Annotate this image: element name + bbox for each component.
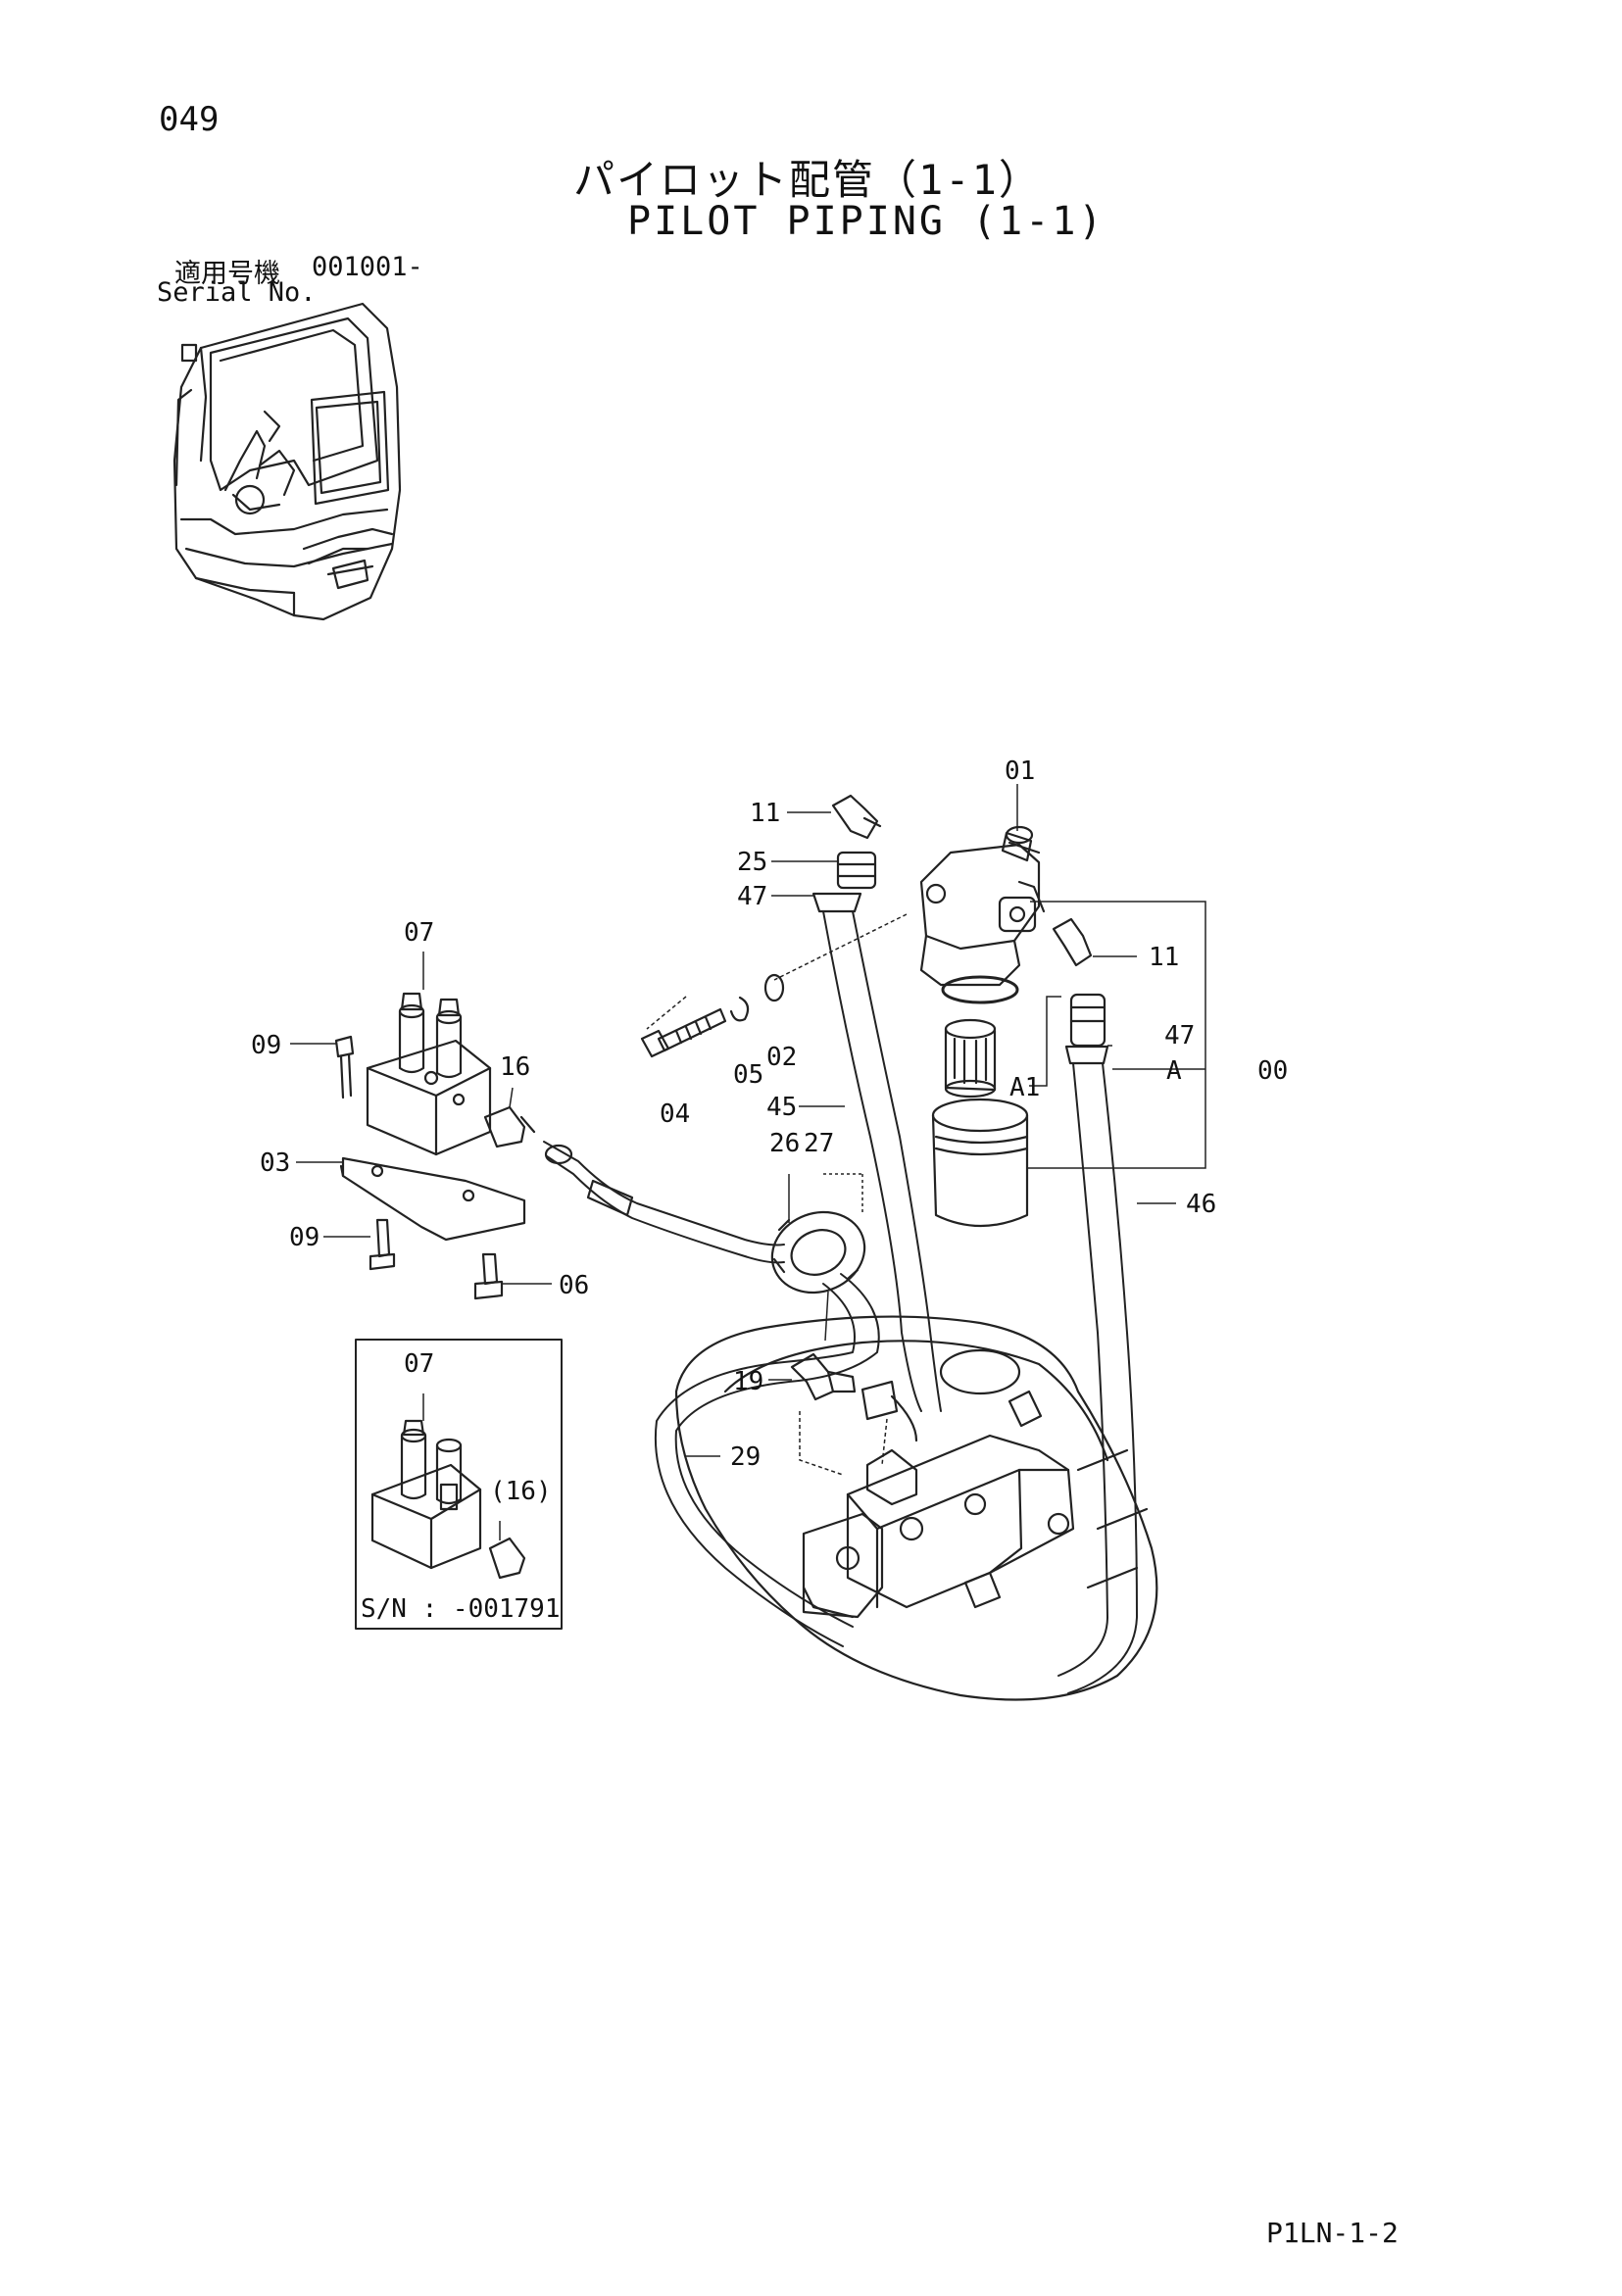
page-number: 049 bbox=[159, 100, 220, 139]
callout-26: 26 bbox=[769, 1129, 800, 1158]
hydraulic-pump-assembly bbox=[674, 1315, 1158, 1701]
hose-29-outer-a bbox=[654, 1283, 856, 1647]
ring-05 bbox=[729, 996, 750, 1022]
callout-02: 02 bbox=[766, 1043, 797, 1072]
hose-46-outer-a bbox=[1057, 1062, 1108, 1677]
bolt-04 bbox=[640, 1007, 727, 1058]
bolt-06 bbox=[473, 1252, 504, 1300]
callout-06: 06 bbox=[559, 1271, 589, 1300]
callout-25: 25 bbox=[737, 848, 767, 877]
connector-16 bbox=[483, 1105, 536, 1148]
leader-lines bbox=[290, 784, 1206, 1540]
hose-45-bottom-fitting bbox=[860, 1380, 918, 1442]
inset-solenoid-valve bbox=[370, 1419, 526, 1580]
callout-04: 04 bbox=[660, 1099, 690, 1129]
solenoid-valve-block bbox=[366, 992, 492, 1156]
part-47-clamp bbox=[811, 892, 862, 913]
title-japanese: パイロット配管（1-1） bbox=[573, 156, 1042, 204]
title-english: PILOT PIPING (1-1) bbox=[627, 199, 1106, 244]
callout-01: 01 bbox=[1005, 757, 1035, 786]
callout-09-lower: 09 bbox=[289, 1223, 319, 1252]
hose-45-outer-a bbox=[822, 910, 922, 1412]
callout-03: 03 bbox=[260, 1148, 290, 1178]
serial-label-japanese: 適用号機 bbox=[174, 259, 280, 289]
inset-serial-range: S/N : -001791 bbox=[361, 1594, 561, 1624]
part-25-fitting bbox=[836, 851, 877, 890]
callout-19: 19 bbox=[733, 1367, 763, 1396]
part-11-elbow-upper bbox=[831, 794, 882, 840]
callout-A1: A1 bbox=[1009, 1073, 1040, 1102]
callout-27: 27 bbox=[804, 1129, 834, 1158]
filter-bowl bbox=[931, 1098, 1029, 1228]
callout-46: 46 bbox=[1186, 1190, 1216, 1219]
callout-47-right: 47 bbox=[1164, 1021, 1195, 1050]
elbow-19 bbox=[790, 1352, 857, 1401]
o-ring bbox=[941, 975, 1019, 1004]
hose-46-outer-b bbox=[1067, 1062, 1138, 1694]
hose-29-outer-b bbox=[674, 1273, 880, 1628]
part-11-elbow-right bbox=[1052, 917, 1093, 967]
part-47-fitting-right bbox=[1064, 993, 1109, 1065]
callout-11-right: 11 bbox=[1149, 943, 1179, 972]
filter-element bbox=[944, 1018, 997, 1099]
bracket-03 bbox=[339, 1156, 526, 1242]
serial-range: 001001- bbox=[312, 252, 423, 282]
callout-labels: 01 11 25 47 11 07 09 16 04 05 02 47 A 00… bbox=[251, 757, 1288, 1624]
callout-29: 29 bbox=[730, 1442, 761, 1472]
callout-11-upper: 11 bbox=[750, 799, 780, 828]
callout-07-main: 07 bbox=[404, 918, 434, 948]
callout-45: 45 bbox=[766, 1093, 797, 1122]
grommet-26-27 bbox=[770, 1210, 866, 1295]
pilot-filter-head bbox=[919, 841, 1046, 987]
bolt-09-upper bbox=[334, 1035, 355, 1099]
callout-16-inset: (16) bbox=[490, 1477, 552, 1506]
callout-07-inset: 07 bbox=[404, 1349, 434, 1379]
callout-47-upper: 47 bbox=[737, 882, 767, 911]
machine-cab-thumbnail bbox=[172, 302, 402, 621]
part-01-plug bbox=[1001, 825, 1034, 862]
serial-label-english: Serial No. bbox=[157, 277, 317, 308]
callout-A: A bbox=[1166, 1056, 1182, 1086]
callout-05: 05 bbox=[733, 1060, 763, 1090]
bolt-09-lower bbox=[369, 1218, 396, 1271]
hose-45-outer-b bbox=[852, 910, 942, 1412]
callout-16: 16 bbox=[500, 1052, 530, 1082]
inset-box bbox=[355, 1339, 563, 1630]
washer-02 bbox=[763, 973, 785, 1002]
footer-page-code: P1LN-1-2 bbox=[1266, 2217, 1399, 2249]
callout-00: 00 bbox=[1257, 1056, 1288, 1086]
callout-09-upper: 09 bbox=[251, 1031, 281, 1060]
harness-pipe bbox=[543, 1141, 785, 1264]
